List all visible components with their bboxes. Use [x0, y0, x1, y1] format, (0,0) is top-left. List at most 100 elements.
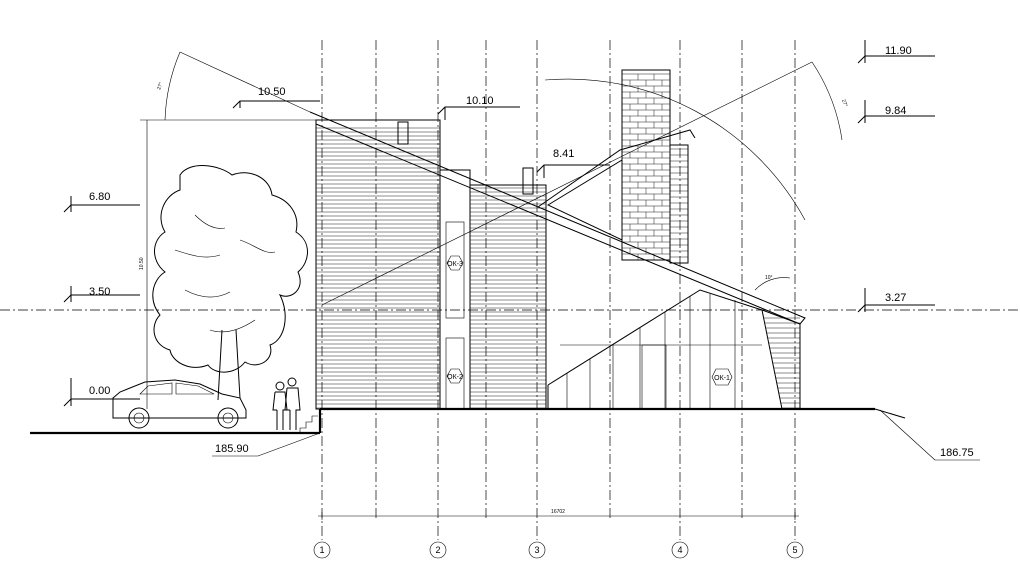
level-marker-10-10-line [437, 106, 520, 115]
angle-arcs: 27° 27° 10° [156, 51, 848, 291]
ground-slope-right [874, 408, 906, 419]
axis-bubble-2 [429, 541, 447, 559]
ground-right-leader [879, 409, 936, 461]
axis-label-5: 5 [792, 545, 797, 555]
window-lower [445, 337, 465, 410]
level-label-3-27: 3.27 [885, 292, 906, 304]
angle-label-right: 27° [840, 99, 848, 108]
tree [152, 165, 308, 401]
person-2-body [284, 387, 301, 430]
axis-label-3: 3 [534, 545, 539, 555]
window-tag-ok3: ОК-3 [447, 261, 463, 268]
angle-arc-small [754, 277, 791, 291]
axis-label-4: 4 [677, 545, 682, 555]
height-dimension-label: 10.50 [139, 257, 145, 270]
level-markers-left: 10.50 10.10 8.41 6.80 3.50 0.00 [63, 86, 610, 407]
car-hub-front [133, 412, 145, 424]
axis-bubble-5 [786, 541, 804, 559]
glazed-volume: ОК-1 [547, 289, 801, 410]
glazed-gable-roof [547, 289, 763, 386]
left-block-outline [315, 119, 441, 410]
tree-crown [152, 165, 308, 373]
car-wheel-front [128, 407, 150, 429]
window-tag-ok1-marker [711, 368, 733, 386]
mid-block [469, 184, 547, 410]
angle-arc-mid [544, 78, 806, 221]
axis-label-2: 2 [435, 545, 440, 555]
ground-left-label: 185.90 [215, 443, 249, 455]
ground-left-leader [257, 432, 321, 457]
main-sloped-roof [309, 111, 806, 325]
window-tag-ok2-marker [446, 368, 464, 384]
entry-steps [299, 415, 318, 433]
tree-branches [174, 214, 276, 333]
car-wheel-rear [217, 407, 239, 429]
overall-dimension-label: 16702 [551, 509, 565, 515]
level-marker-6-80-line [63, 204, 140, 213]
chimney [621, 69, 671, 261]
rear-brick-left [546, 159, 623, 241]
ground [30, 407, 906, 435]
level-markers-right: 11.90 9.84 3.27 [857, 40, 935, 313]
level-marker-3-27-line [857, 304, 935, 313]
level-marker-9-84-line [857, 115, 935, 124]
opposite-roof-line [321, 61, 813, 306]
steps-outline [299, 415, 318, 433]
level-label-3-50: 3.50 [89, 286, 110, 298]
level-label-10-50: 10.50 [258, 86, 286, 98]
rear-roof-edge [537, 129, 696, 208]
axis-bubble-4 [671, 541, 689, 559]
window-tag-ok3-marker [446, 255, 464, 271]
window-upper [445, 221, 465, 319]
level-label-6-80: 6.80 [89, 191, 110, 203]
person-1-body [272, 391, 288, 430]
car-hub-rear [222, 412, 234, 424]
right-end-hatch [763, 317, 800, 409]
window-strip: ОК-3 ОК-2 [439, 169, 471, 410]
vent-pipe-mid [522, 167, 534, 195]
car [112, 379, 247, 429]
angle-label-small: 10° [765, 275, 773, 281]
rear-brick-hatch [670, 148, 688, 258]
right-end-wall [761, 309, 801, 410]
level-marker-11-90-line [857, 55, 935, 64]
level-marker-8-41-line [536, 164, 610, 173]
window-tag-ok1: ОК-1 [714, 375, 730, 382]
ground-right-label: 186.75 [940, 447, 974, 459]
angle-arc-left [164, 51, 181, 121]
left-block-hatch [316, 127, 440, 409]
level-label-8-41: 8.41 [553, 148, 574, 160]
overall-dimension: 16702 [318, 509, 799, 520]
mid-block-hatch [470, 187, 546, 409]
grid-axis-markers: 1 2 3 4 5 [313, 541, 804, 559]
tree-trunk [217, 329, 241, 401]
level-label-0-00: 0.00 [89, 385, 110, 397]
vent-pipe-left [397, 121, 409, 145]
angle-arc-right [811, 61, 843, 141]
person-2-head [287, 377, 297, 387]
mid-block-outline [469, 184, 547, 410]
angle-arc-left-leg [179, 51, 311, 113]
ground-elevations: 185.90 186.75 [212, 409, 980, 461]
axis-bubble-1 [313, 541, 331, 559]
left-block [315, 119, 441, 410]
rear-brick-right [669, 144, 689, 264]
rear-brick-wall [546, 144, 689, 264]
people [272, 377, 301, 430]
roofs [309, 61, 813, 325]
window-tag-ok2: ОК-2 [447, 374, 463, 381]
level-marker-10-50-line [232, 100, 320, 109]
height-dimension: 10.50 [139, 119, 316, 409]
angle-label-left: 27° [156, 82, 164, 91]
axis-bubble-3 [528, 541, 546, 559]
axis-label-1: 1 [319, 545, 324, 555]
level-label-9-84: 9.84 [885, 105, 906, 117]
glazed-door [641, 344, 667, 410]
chimney-bricks [621, 73, 670, 260]
level-label-11-90: 11.90 [885, 45, 912, 57]
car-body [112, 379, 247, 419]
car-windows [139, 382, 215, 395]
person-1-head [275, 381, 285, 391]
level-label-10-10: 10.10 [466, 95, 494, 107]
